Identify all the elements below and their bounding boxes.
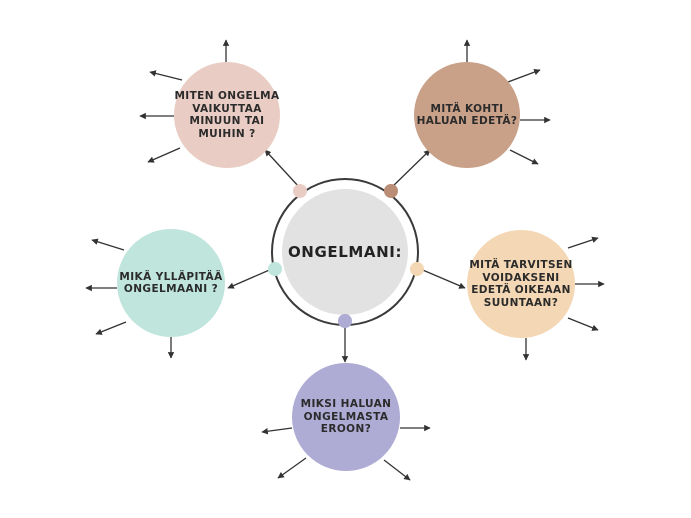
node-needs-text: MITÄ TARVITSEN VOIDAKSENI EDETÄ OIKEAAN …: [469, 259, 573, 309]
arrow-impact-3: [147, 147, 181, 163]
connector-center-to-goal: [390, 149, 431, 189]
connector-dot-left: [268, 262, 282, 276]
node-maintaining-text: MIKÄ YLLÄPITÄÄ ONGELMAANI ?: [119, 270, 223, 296]
arrow-reason-1: [261, 427, 293, 435]
connector-center-to-needs: [417, 267, 466, 289]
node-impact-text: MITEN ONGELMA VAIKUTTAA MINUUN TAI MUIHI…: [174, 90, 280, 140]
arrow-goal-1: [507, 69, 541, 83]
center-label: ONGELMANI:: [287, 242, 403, 261]
connector-center-to-maintaining: [227, 267, 275, 289]
node-reason: MIKSI HALUAN ONGELMASTA EROON?: [292, 363, 400, 471]
arrow-needs-1: [567, 236, 599, 249]
connector-dot-right: [410, 262, 424, 276]
arrow-reason-4: [383, 459, 411, 481]
connector-dot-bottom: [338, 314, 352, 328]
connector-dot-top-left: [293, 184, 307, 198]
connector-center-to-impact: [264, 149, 301, 189]
arrow-reason-3: [277, 457, 307, 479]
node-goal: MITÄ KOHTI HALUAN EDETÄ?: [414, 62, 520, 168]
node-needs: MITÄ TARVITSEN VOIDAKSENI EDETÄ OIKEAAN …: [467, 230, 575, 338]
node-impact: MITEN ONGELMA VAIKUTTAA MINUUN TAI MUIHI…: [174, 62, 280, 168]
connector-dot-top-right: [384, 184, 398, 198]
arrow-impact-1: [149, 70, 183, 81]
arrow-maintaining-3: [95, 321, 127, 335]
center-node: ONGELMANI:: [282, 189, 408, 315]
arrow-maintaining-1: [91, 238, 125, 251]
arrow-needs-3: [567, 317, 599, 331]
node-reason-text: MIKSI HALUAN ONGELMASTA EROON?: [300, 398, 392, 436]
node-goal-text: MITÄ KOHTI HALUAN EDETÄ?: [416, 102, 518, 128]
arrow-goal-3: [509, 149, 539, 165]
node-maintaining: MIKÄ YLLÄPITÄÄ ONGELMAANI ?: [117, 229, 225, 337]
